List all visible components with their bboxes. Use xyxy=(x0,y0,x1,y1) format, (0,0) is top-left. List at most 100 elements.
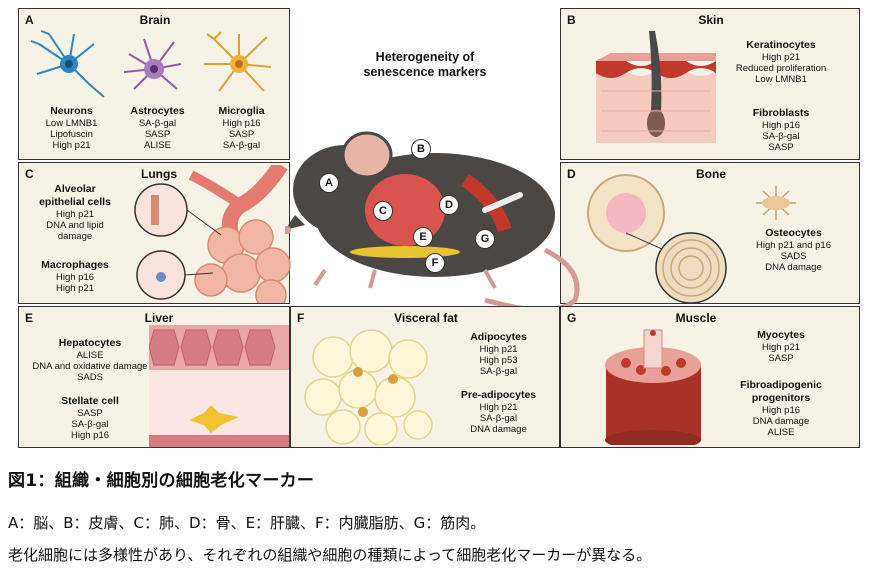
marker: High p21 xyxy=(23,283,127,294)
marker: Low LMNB1 xyxy=(711,74,851,85)
marker: SA-β-gal xyxy=(441,413,556,424)
cell-name: Neurons xyxy=(29,105,114,118)
marker: SASP xyxy=(711,142,851,153)
marker: DNA and oxidative damage xyxy=(25,361,155,372)
panel-bone: D Bone Osteocytes High p21 and p16 SADS … xyxy=(560,162,860,304)
cell-fibroadipogenic-progenitors: Fibroadipogenic progenitors High p16 DNA… xyxy=(711,379,851,438)
cell-name: Macrophages xyxy=(23,259,127,272)
mouse-illustration xyxy=(285,120,585,320)
marker: Low LMNB1 xyxy=(29,118,114,129)
marker: DNA damage xyxy=(731,262,856,273)
mouse-organ-label-c: C xyxy=(373,201,393,221)
marker: ALISE xyxy=(711,427,851,438)
cell-macrophages: Macrophages High p16 High p21 xyxy=(23,259,127,294)
marker: High p53 xyxy=(441,355,556,366)
cell-adipocytes: Adipocytes High p21 High p53 SA-β-gal xyxy=(441,331,556,377)
marker: SADS xyxy=(731,251,856,262)
panel-title: Liver xyxy=(99,311,219,325)
liver-illustration xyxy=(149,325,289,447)
skin-illustration xyxy=(591,31,721,151)
panel-lungs: C Lungs Alveolar epithelial cells High p… xyxy=(18,162,290,304)
panel-letter: G xyxy=(567,311,576,325)
cell-osteocytes: Osteocytes High p21 and p16 SADS DNA dam… xyxy=(731,227,856,273)
marker: SA-β-gal xyxy=(711,131,851,142)
marker: SASP xyxy=(199,129,284,140)
astrocyte-illustration xyxy=(119,34,189,99)
neuron-illustration xyxy=(29,29,109,99)
cell-hepatocytes: Hepatocytes ALISE DNA and oxidative dama… xyxy=(25,337,155,383)
marker: SA-β-gal xyxy=(199,140,284,151)
caption-legend: A：脳、B：皮膚、C：肺、D：骨、E：肝臓、F：内臓脂肪、G：筋肉。 xyxy=(8,512,485,533)
marker: High p16 xyxy=(711,120,851,131)
cell-name: Keratinocytes xyxy=(711,39,851,52)
marker: SASP xyxy=(711,353,851,364)
panel-letter: C xyxy=(25,167,34,181)
panel-skin: B Skin Keratinocytes High p21 Reduced pr… xyxy=(560,8,860,160)
marker: ALISE xyxy=(115,140,200,151)
marker: High p21 and p16 xyxy=(731,240,856,251)
cell-astrocytes: Astrocytes SA-β-gal SASP ALISE xyxy=(115,105,200,151)
marker: DNA and lipid xyxy=(23,220,127,231)
cell-name: Astrocytes xyxy=(115,105,200,118)
marker: SASP xyxy=(25,408,155,419)
mouse-organ-label-d: D xyxy=(439,195,459,215)
cell-alveolar-epithelial: Alveolar epithelial cells High p21 DNA a… xyxy=(23,183,127,242)
marker: High p21 xyxy=(711,52,851,63)
panel-title: Skin xyxy=(561,13,861,27)
cell-name: Myocytes xyxy=(711,329,851,342)
cell-name: Fibroblasts xyxy=(711,107,851,120)
panel-letter: E xyxy=(25,311,33,325)
cell-name: Alveolar xyxy=(23,183,127,196)
cell-neurons: Neurons Low LMNB1 Lipofuscin High p21 xyxy=(29,105,114,151)
cell-name: Adipocytes xyxy=(441,331,556,344)
mouse-organ-label-e: E xyxy=(413,227,433,247)
cell-name: progenitors xyxy=(711,392,851,405)
caption-note: 老化細胞には多様性があり、それぞれの組織や細胞の種類によって細胞老化マーカーが異… xyxy=(8,544,651,565)
marker: High p21 xyxy=(441,344,556,355)
panel-title: Brain xyxy=(19,13,291,27)
cell-keratinocytes: Keratinocytes High p21 Reduced prolifera… xyxy=(711,39,851,85)
panel-visceral-fat: F Visceral fat Adipocytes High p21 High … xyxy=(290,306,560,448)
cell-name: Hepatocytes xyxy=(25,337,155,350)
marker: SA-β-gal xyxy=(25,419,155,430)
marker: High p16 xyxy=(711,405,851,416)
cell-name: epithelial cells xyxy=(23,196,127,209)
lung-illustration xyxy=(131,165,291,303)
marker: High p21 xyxy=(441,402,556,413)
cell-name: Pre-adipocytes xyxy=(441,389,556,402)
adipose-illustration xyxy=(303,327,433,445)
cell-pre-adipocytes: Pre-adipocytes High p21 SA-β-gal DNA dam… xyxy=(441,389,556,435)
mouse-organ-label-b: B xyxy=(411,139,431,159)
panel-title: Visceral fat xyxy=(291,311,561,325)
center-title: Heterogeneity of senescence markers xyxy=(320,50,530,80)
marker: SADS xyxy=(25,372,155,383)
mouse-organ-label-a: A xyxy=(319,173,339,193)
marker: High p16 xyxy=(25,430,155,441)
center-title-line: Heterogeneity of xyxy=(320,50,530,65)
center-title-line: senescence markers xyxy=(320,65,530,80)
microglia-illustration xyxy=(199,29,279,99)
marker: Reduced proliferation xyxy=(711,63,851,74)
cell-name: Osteocytes xyxy=(731,227,856,240)
figure: A Brain Neurons Low LMNB1 xyxy=(0,0,869,455)
mouse-organ-label-f: F xyxy=(425,253,445,273)
mouse-organ-label-g: G xyxy=(475,229,495,249)
muscle-illustration xyxy=(586,325,716,445)
marker: Lipofuscin xyxy=(29,129,114,140)
osteocyte-icon xyxy=(751,183,801,223)
bone-illustration xyxy=(581,173,741,303)
marker: High p16 xyxy=(23,272,127,283)
panel-muscle: G Muscle Myocytes High p21 SASP Fibroadi… xyxy=(560,306,860,448)
cell-name: Fibroadipogenic xyxy=(711,379,851,392)
marker: High p21 xyxy=(29,140,114,151)
cell-stellate: Stellate cell SASP SA-β-gal High p16 xyxy=(25,395,155,441)
marker: DNA damage xyxy=(711,416,851,427)
marker: ALISE xyxy=(25,350,155,361)
cell-name: Stellate cell xyxy=(25,395,155,408)
marker: High p21 xyxy=(23,209,127,220)
cell-myocytes: Myocytes High p21 SASP xyxy=(711,329,851,364)
panel-liver: E Liver Hepatocytes ALISE DNA and oxidat… xyxy=(18,306,290,448)
panel-title: Muscle xyxy=(591,311,801,325)
marker: damage xyxy=(23,231,127,242)
cell-microglia: Microglia High p16 SASP SA-β-gal xyxy=(199,105,284,151)
